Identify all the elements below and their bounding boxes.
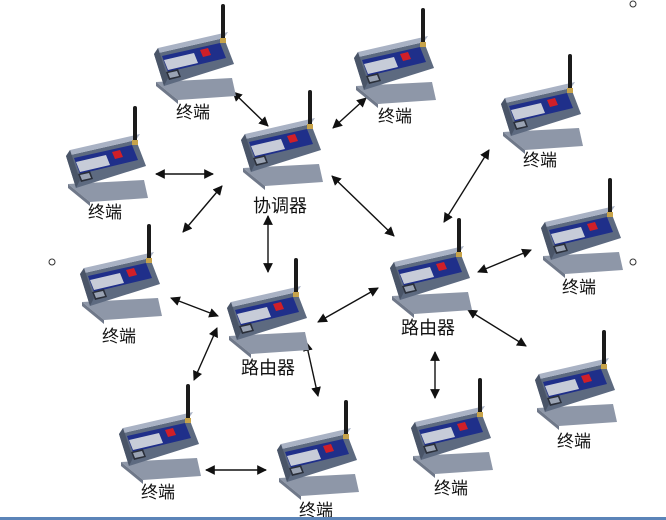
link-router-right-terminal-top-right — [443, 149, 490, 223]
node-router-left: 路由器 — [227, 258, 309, 379]
node-terminal-bottom-mid: 终端 — [277, 400, 359, 520]
wireless-device-icon — [277, 400, 359, 500]
wireless-device-icon — [80, 224, 162, 324]
node-terminal-left: 终端 — [66, 106, 148, 223]
nodes-layer: 协调器路由器路由器终端终端终端终端终端终端终端终端终端终端 — [66, 4, 623, 520]
node-terminal-bottom-left: 终端 — [119, 384, 201, 503]
wireless-device-icon — [241, 90, 323, 190]
wireless-device-icon — [390, 218, 472, 318]
node-terminal-right: 终端 — [541, 178, 623, 298]
link-coordinator-terminal-mid-left — [182, 185, 223, 233]
node-label: 终端 — [562, 278, 596, 298]
bottom-frame-line — [0, 517, 666, 520]
wireless-device-icon — [354, 8, 436, 108]
node-label: 终端 — [434, 479, 468, 499]
link-coordinator-router-right — [331, 175, 395, 237]
wireless-device-icon — [66, 106, 148, 206]
node-label: 终端 — [299, 501, 333, 520]
node-terminal-top-left: 终端 — [154, 4, 236, 123]
wireless-device-icon — [501, 54, 583, 154]
link-router-left-terminal-bottom-left — [193, 327, 218, 381]
node-terminal-top-mid: 终端 — [354, 8, 436, 127]
node-label: 路由器 — [401, 318, 455, 339]
wireless-device-icon — [154, 4, 236, 104]
node-label: 终端 — [523, 151, 557, 171]
node-label: 终端 — [378, 107, 412, 127]
node-label: 终端 — [141, 483, 175, 503]
link-coordinator-terminal-top-left — [232, 91, 269, 127]
wireless-device-icon — [541, 178, 623, 278]
links-layer — [155, 91, 532, 475]
wireless-device-icon — [119, 384, 201, 484]
node-coordinator: 协调器 — [241, 90, 323, 217]
node-label: 终端 — [176, 103, 210, 123]
selection-handle — [629, 0, 637, 8]
link-router-left-terminal-mid-left — [170, 296, 219, 318]
link-router-right-router-left — [317, 287, 379, 323]
node-terminal-bottom-center: 终端 — [411, 378, 493, 499]
node-label: 协调器 — [253, 196, 307, 217]
link-router-left-terminal-bottom-mid — [303, 341, 321, 397]
wireless-device-icon — [227, 258, 309, 358]
node-label: 路由器 — [241, 358, 295, 379]
node-terminal-bottom-right: 终端 — [535, 330, 617, 452]
wireless-device-icon — [535, 330, 617, 430]
node-label: 终端 — [102, 327, 136, 347]
node-router-right: 路由器 — [390, 218, 472, 339]
node-label: 终端 — [557, 432, 591, 452]
link-router-right-terminal-bottom-right — [467, 309, 527, 347]
selection-handle — [48, 258, 56, 266]
node-label: 终端 — [88, 203, 122, 223]
link-coordinator-terminal-top-mid — [332, 97, 367, 129]
node-terminal-mid-left: 终端 — [80, 224, 162, 347]
selection-handle — [629, 258, 637, 266]
node-terminal-top-right: 终端 — [501, 54, 583, 171]
link-router-right-terminal-right — [477, 248, 532, 274]
wireless-device-icon — [411, 378, 493, 478]
